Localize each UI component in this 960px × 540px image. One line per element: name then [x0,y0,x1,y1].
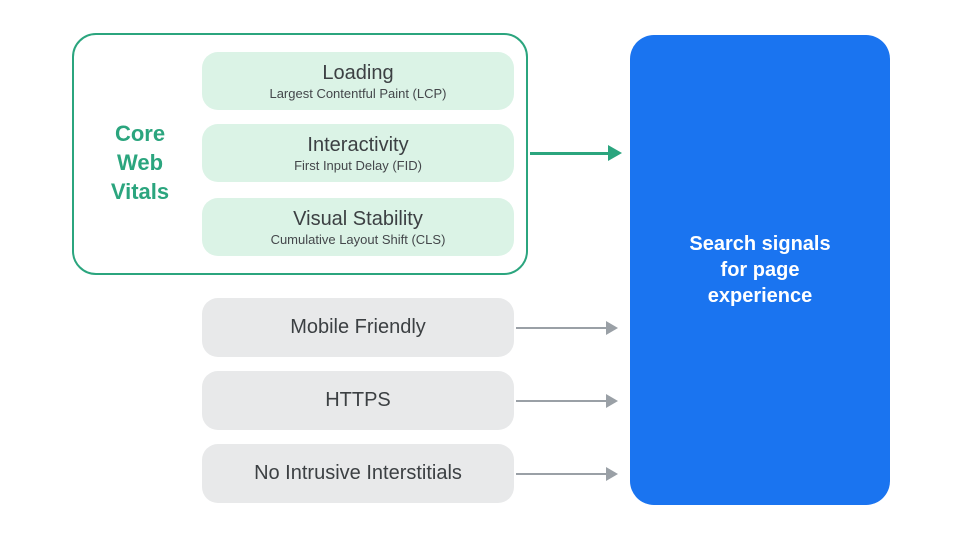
no-intrusive-interstitials-arrow [516,465,620,483]
visual-stability-pill: Visual Stability Cumulative Layout Shift… [202,198,514,256]
search-signals-label: Search signals for page experience [655,231,865,309]
no-intrusive-interstitials-pill: No Intrusive Interstitials [202,444,514,503]
arrow-head-icon [608,145,622,161]
visual-stability-title: Visual Stability [293,207,423,230]
interactivity-subtitle: First Input Delay (FID) [294,157,422,173]
arrow-line [516,327,608,329]
https-pill: HTTPS [202,371,514,430]
loading-pill: Loading Largest Contentful Paint (LCP) [202,52,514,110]
arrow-head-icon [606,467,618,481]
search-signals-box: Search signals for page experience [630,35,890,505]
loading-subtitle: Largest Contentful Paint (LCP) [269,85,447,101]
no-intrusive-interstitials-label: No Intrusive Interstitials [254,462,462,484]
arrow-head-icon [606,394,618,408]
search-signals-line-2: for page [720,259,800,281]
loading-title: Loading [322,61,394,84]
search-signals-line-3: experience [707,285,813,307]
mobile-friendly-arrow [516,319,620,337]
arrow-line [516,473,608,475]
core-web-vitals-label: Core Web Vitals [110,121,170,204]
arrow-head-icon [606,321,618,335]
mobile-friendly-label: Mobile Friendly [290,316,426,338]
arrow-line [530,152,610,155]
core-web-vitals-arrow [530,144,622,162]
arrow-line [516,400,608,402]
visual-stability-subtitle: Cumulative Layout Shift (CLS) [270,231,446,247]
interactivity-pill: Interactivity First Input Delay (FID) [202,124,514,182]
mobile-friendly-pill: Mobile Friendly [202,298,514,357]
https-label: HTTPS [325,389,391,411]
https-arrow [516,392,620,410]
interactivity-title: Interactivity [307,133,409,156]
core-web-vitals-group: Core Web Vitals Loading Largest Contentf… [72,33,528,275]
search-signals-line-1: Search signals [689,233,831,255]
